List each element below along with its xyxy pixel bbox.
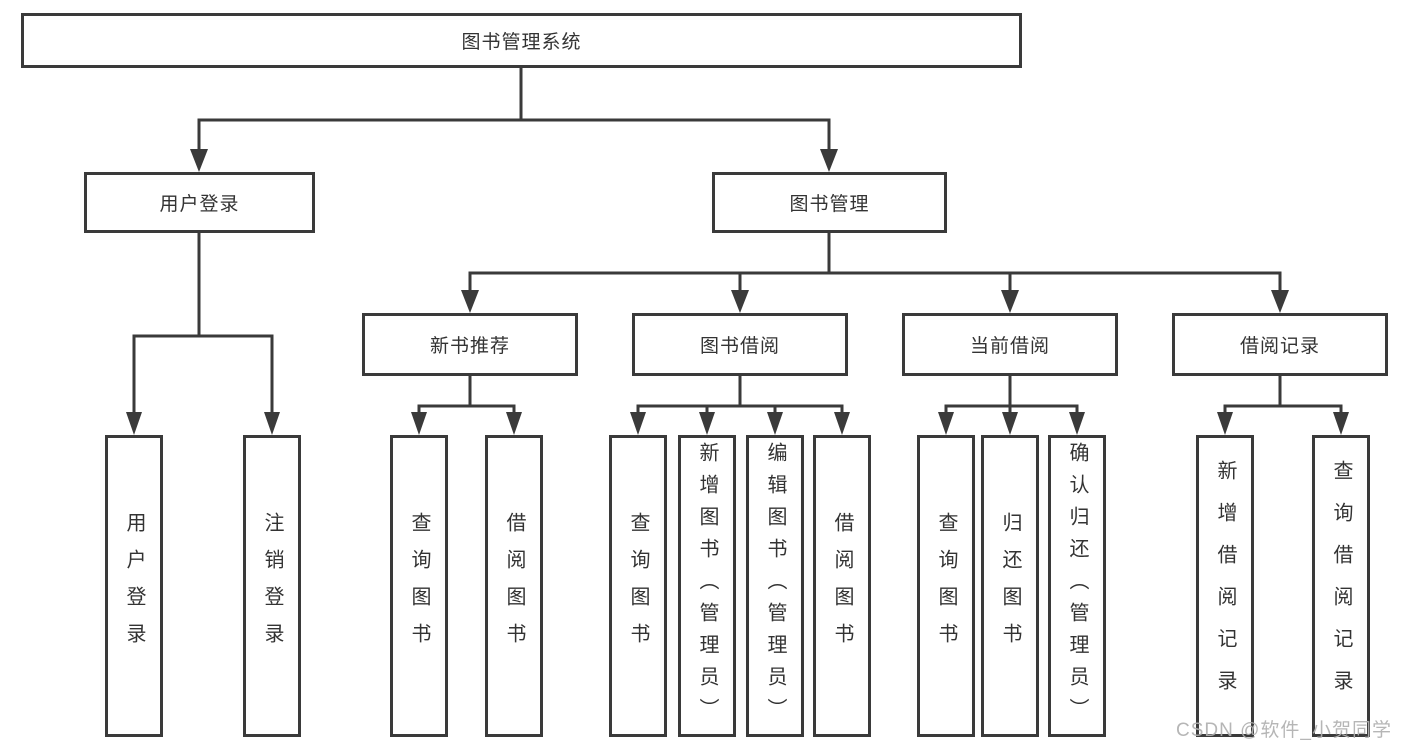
- node-leaf-add-borrow-record: 新增借阅记录: [1196, 435, 1254, 737]
- arrowhead: [411, 412, 427, 435]
- arrowhead: [699, 412, 715, 435]
- node-root: 图书管理系统: [21, 13, 1022, 68]
- node-current-borrowing: 当前借阅: [902, 313, 1118, 376]
- node-borrowing-records: 借阅记录: [1172, 313, 1388, 376]
- node-label: 图书管理: [789, 194, 870, 215]
- node-leaf-borrow-books: 借阅图书: [813, 435, 871, 737]
- node-label: 借阅图书: [503, 512, 525, 660]
- connector-level3: [468, 233, 1282, 292]
- node-label: 当前借阅: [969, 336, 1050, 357]
- arrowhead: [1217, 412, 1233, 435]
- arrowhead: [190, 149, 208, 172]
- node-leaf-borrow-books-recommend: 借阅图书: [485, 435, 543, 737]
- node-label: 查询图书: [935, 512, 957, 660]
- arrowhead: [1333, 412, 1349, 435]
- arrowhead: [1001, 290, 1019, 313]
- arrowhead: [126, 412, 142, 435]
- node-leaf-query-books-current: 查询图书: [917, 435, 975, 737]
- node-label: 用户登录: [159, 194, 240, 215]
- node-label: 用户登录: [123, 512, 145, 660]
- node-label: 查询图书: [627, 512, 649, 660]
- node-leaf-query-books-recommend: 查询图书: [390, 435, 448, 737]
- arrowhead: [834, 412, 850, 435]
- node-label: 查询借阅记录: [1330, 460, 1352, 712]
- node-leaf-return-book: 归还图书: [981, 435, 1039, 737]
- node-new-book-recommend: 新书推荐: [362, 313, 578, 376]
- node-label: 新书推荐: [429, 336, 510, 357]
- node-leaf-user-login: 用户登录: [105, 435, 163, 737]
- arrowhead: [938, 412, 954, 435]
- node-user-login: 用户登录: [84, 172, 315, 233]
- connector-group-d: [944, 404, 1079, 414]
- node-label: 新增借阅记录: [1214, 460, 1236, 712]
- connector-level3-stems: [468, 376, 1282, 406]
- node-label: 借阅记录: [1239, 336, 1320, 357]
- node-leaf-query-books-borrowing: 查询图书: [609, 435, 667, 737]
- node-label: 注销登录: [261, 512, 283, 660]
- node-leaf-add-book-admin: 新增图书（管理员）: [678, 435, 736, 737]
- node-leaf-confirm-return-admin: 确认归还（管理员）: [1048, 435, 1106, 737]
- arrowhead: [506, 412, 522, 435]
- connector-group-b: [417, 404, 516, 414]
- connector-group-e: [1223, 404, 1343, 414]
- connector-user-branch: [132, 233, 274, 414]
- node-label: 借阅图书: [831, 512, 853, 660]
- arrowhead: [630, 412, 646, 435]
- node-leaf-query-borrow-record: 查询借阅记录: [1312, 435, 1370, 737]
- arrowhead: [820, 149, 838, 172]
- arrowhead: [731, 290, 749, 313]
- arrowhead: [1069, 412, 1085, 435]
- node-label: 图书借阅: [699, 336, 780, 357]
- arrowhead: [461, 290, 479, 313]
- connector-level2: [197, 118, 831, 152]
- node-book-management: 图书管理: [712, 172, 947, 233]
- node-label: 图书管理系统: [461, 32, 582, 53]
- watermark: CSDN @软件_小贺同学: [1176, 720, 1392, 741]
- node-label: 查询图书: [408, 512, 430, 660]
- node-label: 新增图书（管理员）: [696, 442, 718, 730]
- node-label: 编辑图书（管理员）: [764, 442, 786, 730]
- node-book-borrowing: 图书借阅: [632, 313, 848, 376]
- node-leaf-edit-book-admin: 编辑图书（管理员）: [746, 435, 804, 737]
- node-label: 归还图书: [999, 512, 1021, 660]
- connector-group-c: [636, 404, 844, 414]
- arrowhead: [1271, 290, 1289, 313]
- node-label: 确认归还（管理员）: [1066, 442, 1088, 730]
- arrowhead: [767, 412, 783, 435]
- node-leaf-logout: 注销登录: [243, 435, 301, 737]
- arrowhead: [264, 412, 280, 435]
- arrowhead: [1002, 412, 1018, 435]
